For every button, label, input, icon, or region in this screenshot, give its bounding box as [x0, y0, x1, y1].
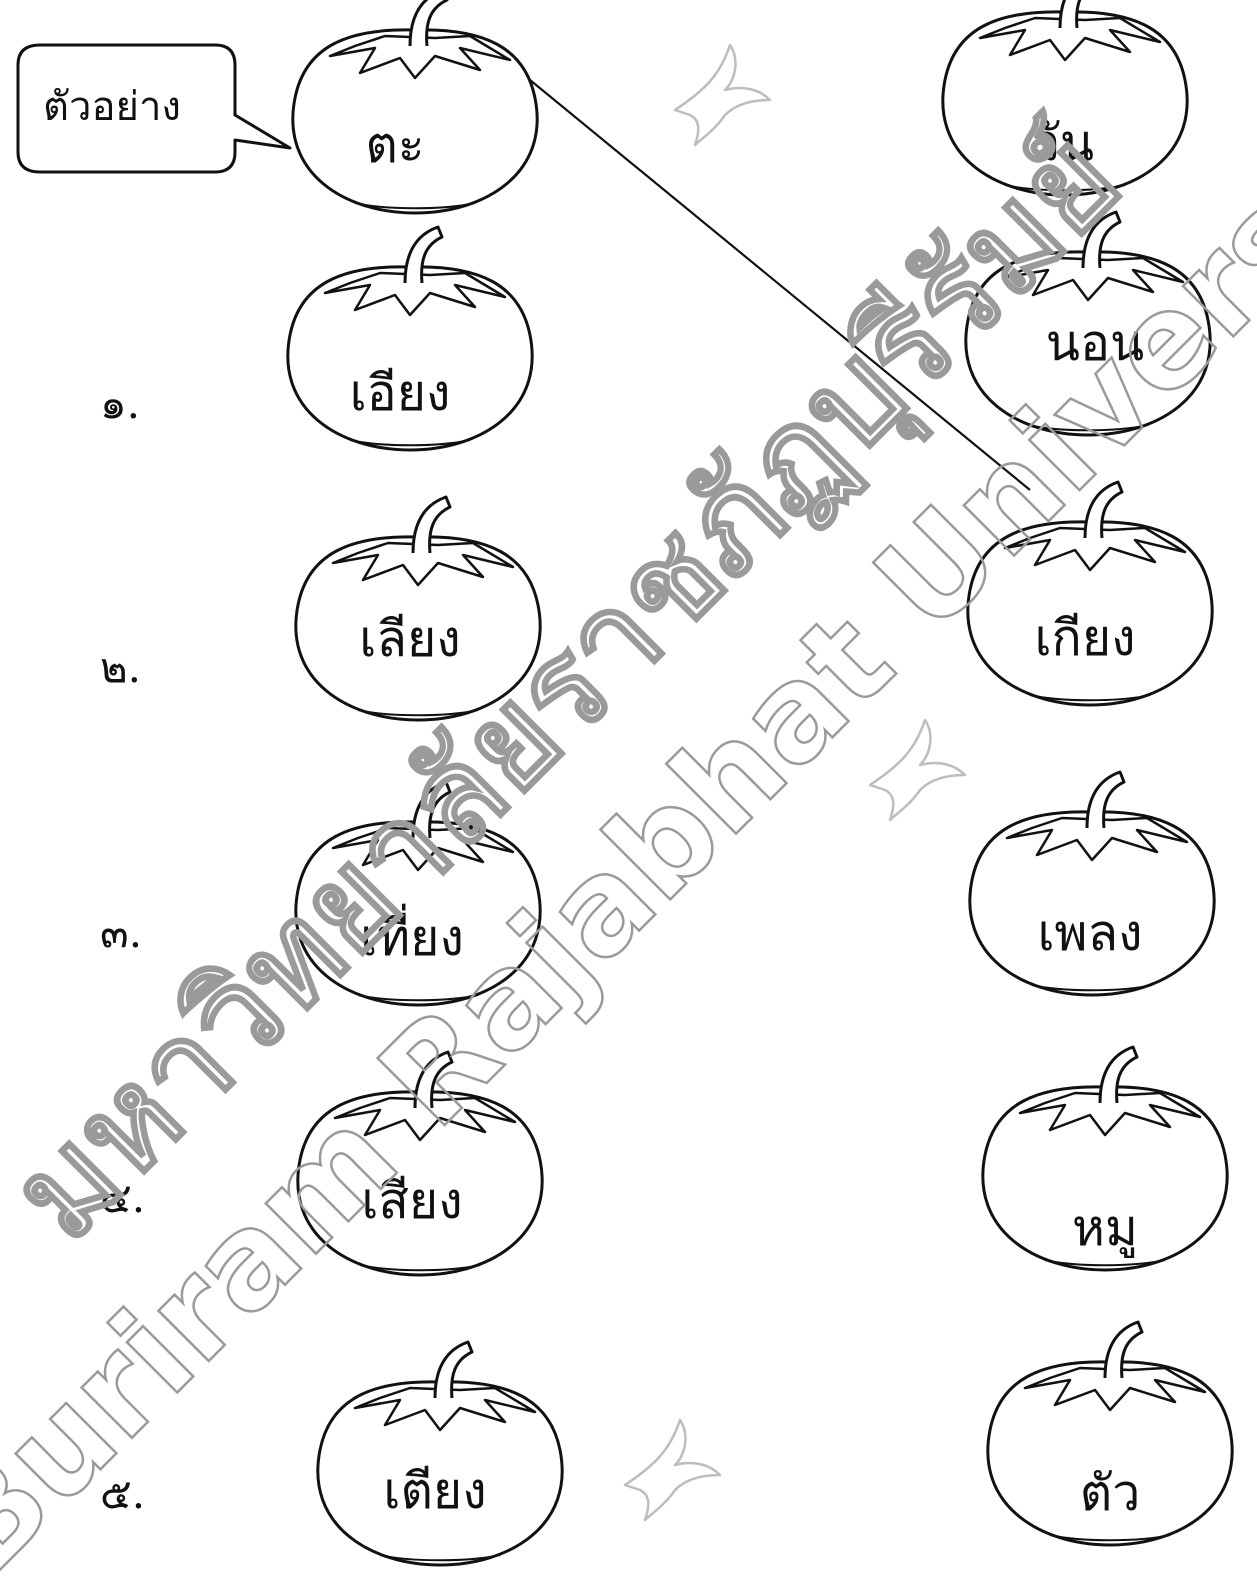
right-word-4: เพลง: [1037, 904, 1142, 962]
right-word-1: วัน: [1032, 114, 1094, 172]
item-number-3: ๓.: [100, 908, 142, 957]
left-word-4: เสียง: [361, 1172, 462, 1230]
left-tomato-1[interactable]: เอียง: [286, 225, 534, 452]
left-tomato-3[interactable]: เที่ยง: [294, 780, 542, 1007]
example-callout: ตัวอย่าง: [16, 43, 292, 174]
right-word-2: นอน: [1046, 314, 1144, 372]
right-tomato-4[interactable]: เพลง: [968, 770, 1216, 997]
right-tomato-2[interactable]: นอน: [964, 210, 1212, 437]
example-answer-line: [529, 79, 1031, 491]
left-word-5: เตียง: [383, 1462, 486, 1520]
item-number-4: ๔.: [100, 1173, 145, 1222]
bird-decoration: [673, 43, 772, 147]
left-word-1: เอียง: [350, 364, 451, 422]
left-word-2: เลียง: [359, 610, 460, 668]
right-tomato-3[interactable]: เกียง: [966, 480, 1214, 707]
right-word-3: เกียง: [1034, 609, 1135, 667]
item-number-5: ๕.: [100, 1469, 145, 1518]
left-tomato-5[interactable]: เตียง: [316, 1340, 564, 1567]
left-tomato-example[interactable]: ตะ: [291, 0, 539, 215]
left-word-example: ตะ: [365, 116, 424, 174]
right-word-5: หมู: [1072, 1199, 1138, 1258]
bird-decoration: [868, 718, 967, 822]
left-tomato-4[interactable]: เสียง: [296, 1050, 544, 1277]
example-label: ตัวอย่าง: [43, 84, 181, 130]
right-tomato-1[interactable]: วัน: [941, 0, 1189, 197]
bird-decoration: [623, 1418, 722, 1522]
item-number-2: ๒.: [100, 643, 141, 692]
right-tomato-6[interactable]: ตัว: [986, 1320, 1234, 1547]
watermark-line-1: มหาวิทยาลัยราชภัฏบุรีรัมย์: [0, 103, 1153, 1273]
left-word-3: เที่ยง: [360, 904, 464, 967]
right-tomato-5[interactable]: หมู: [981, 1045, 1229, 1272]
item-number-1: ๑.: [100, 379, 140, 428]
left-tomato-2[interactable]: เลียง: [294, 495, 542, 722]
right-word-6: ตัว: [1080, 1464, 1141, 1522]
